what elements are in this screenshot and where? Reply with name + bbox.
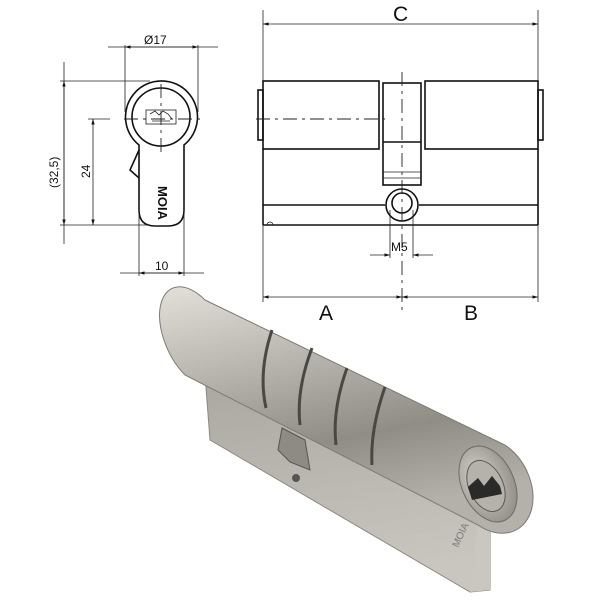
ring-groove (370, 386, 387, 466)
width-label: 10 (155, 259, 169, 273)
length-b-label: B (464, 302, 478, 325)
length-a-label: A (319, 302, 333, 325)
screw-label: M5 (391, 240, 408, 254)
ring-groove (297, 347, 314, 426)
product-photo: MOIA (159, 286, 534, 593)
cam (129, 149, 140, 179)
side-view: C A B M5 (256, 3, 544, 325)
axis-height-label: 24 (79, 164, 93, 178)
left-end-cap (257, 89, 264, 141)
logo: MOIA (155, 186, 170, 221)
diameter-label: Ø17 (144, 33, 167, 47)
height-label: (32,5) (47, 157, 61, 188)
ring-groove (333, 367, 349, 446)
left-plug (262, 80, 380, 150)
ring-groove (261, 329, 274, 409)
profile-outline (124, 80, 199, 227)
right-end-cap (537, 89, 544, 141)
front-view: MOIA Ø17 (32,5) 24 10 (47, 33, 218, 276)
keyway (468, 476, 502, 500)
overall-length-label: C (393, 3, 408, 26)
cylinder-barrel (159, 286, 534, 534)
cam (277, 427, 311, 471)
right-plug (424, 80, 539, 150)
svg-text:MOIA: MOIA (155, 186, 170, 221)
screw-hole (292, 474, 300, 482)
small-hole (266, 221, 274, 226)
